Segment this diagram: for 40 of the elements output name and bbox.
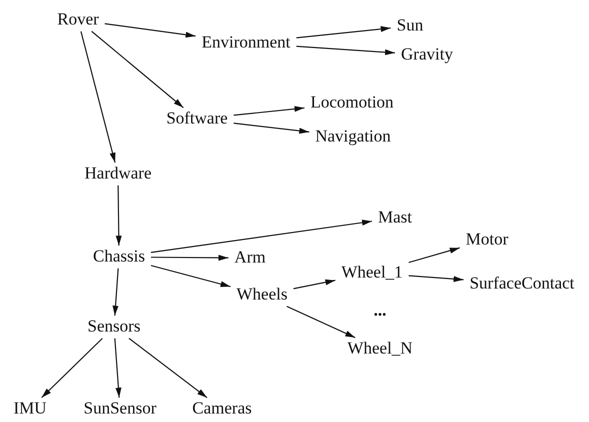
arrow (234, 122, 310, 134)
arrow (150, 264, 231, 288)
arrow (408, 247, 460, 263)
node-label: Sensors (82, 316, 146, 338)
node-label: Locomotion (304, 92, 400, 114)
node-label: Motor (460, 228, 514, 252)
node-label: Gravity (395, 44, 459, 66)
node-label: Rover (51, 8, 105, 32)
node-label: Mast (372, 206, 418, 230)
arrow (114, 338, 122, 398)
node-label: Wheel_N (341, 338, 419, 360)
arrow (104, 23, 196, 38)
arrow (91, 30, 184, 108)
node-label: Arm (228, 246, 272, 270)
arrow (296, 46, 396, 56)
ellipsis-text: ... (374, 302, 386, 318)
node-label: Chassis (87, 246, 151, 268)
node-label: Environment (196, 32, 296, 54)
node-label: Sun (390, 14, 430, 38)
arrow (408, 275, 464, 282)
arrow (150, 220, 372, 254)
node-label: Navigation (309, 126, 397, 148)
node-label: Cameras (186, 398, 258, 420)
arrow (293, 279, 336, 290)
arrow (112, 268, 119, 316)
arrow (116, 185, 122, 246)
arrow (80, 31, 116, 163)
node-label: Wheel_1 (335, 262, 409, 284)
arrow (234, 106, 304, 116)
arrow (41, 338, 103, 398)
arrow (128, 338, 208, 398)
arrow (150, 254, 228, 261)
node-label: Software (160, 108, 234, 130)
arrow (286, 306, 356, 338)
node-label: Hardware (78, 162, 158, 186)
node-label: Wheels (230, 284, 294, 306)
node-label: SurfaceContact (464, 272, 580, 296)
arrow (296, 26, 391, 38)
node-label: IMU (7, 398, 53, 420)
node-label: SunSensor (78, 398, 162, 420)
